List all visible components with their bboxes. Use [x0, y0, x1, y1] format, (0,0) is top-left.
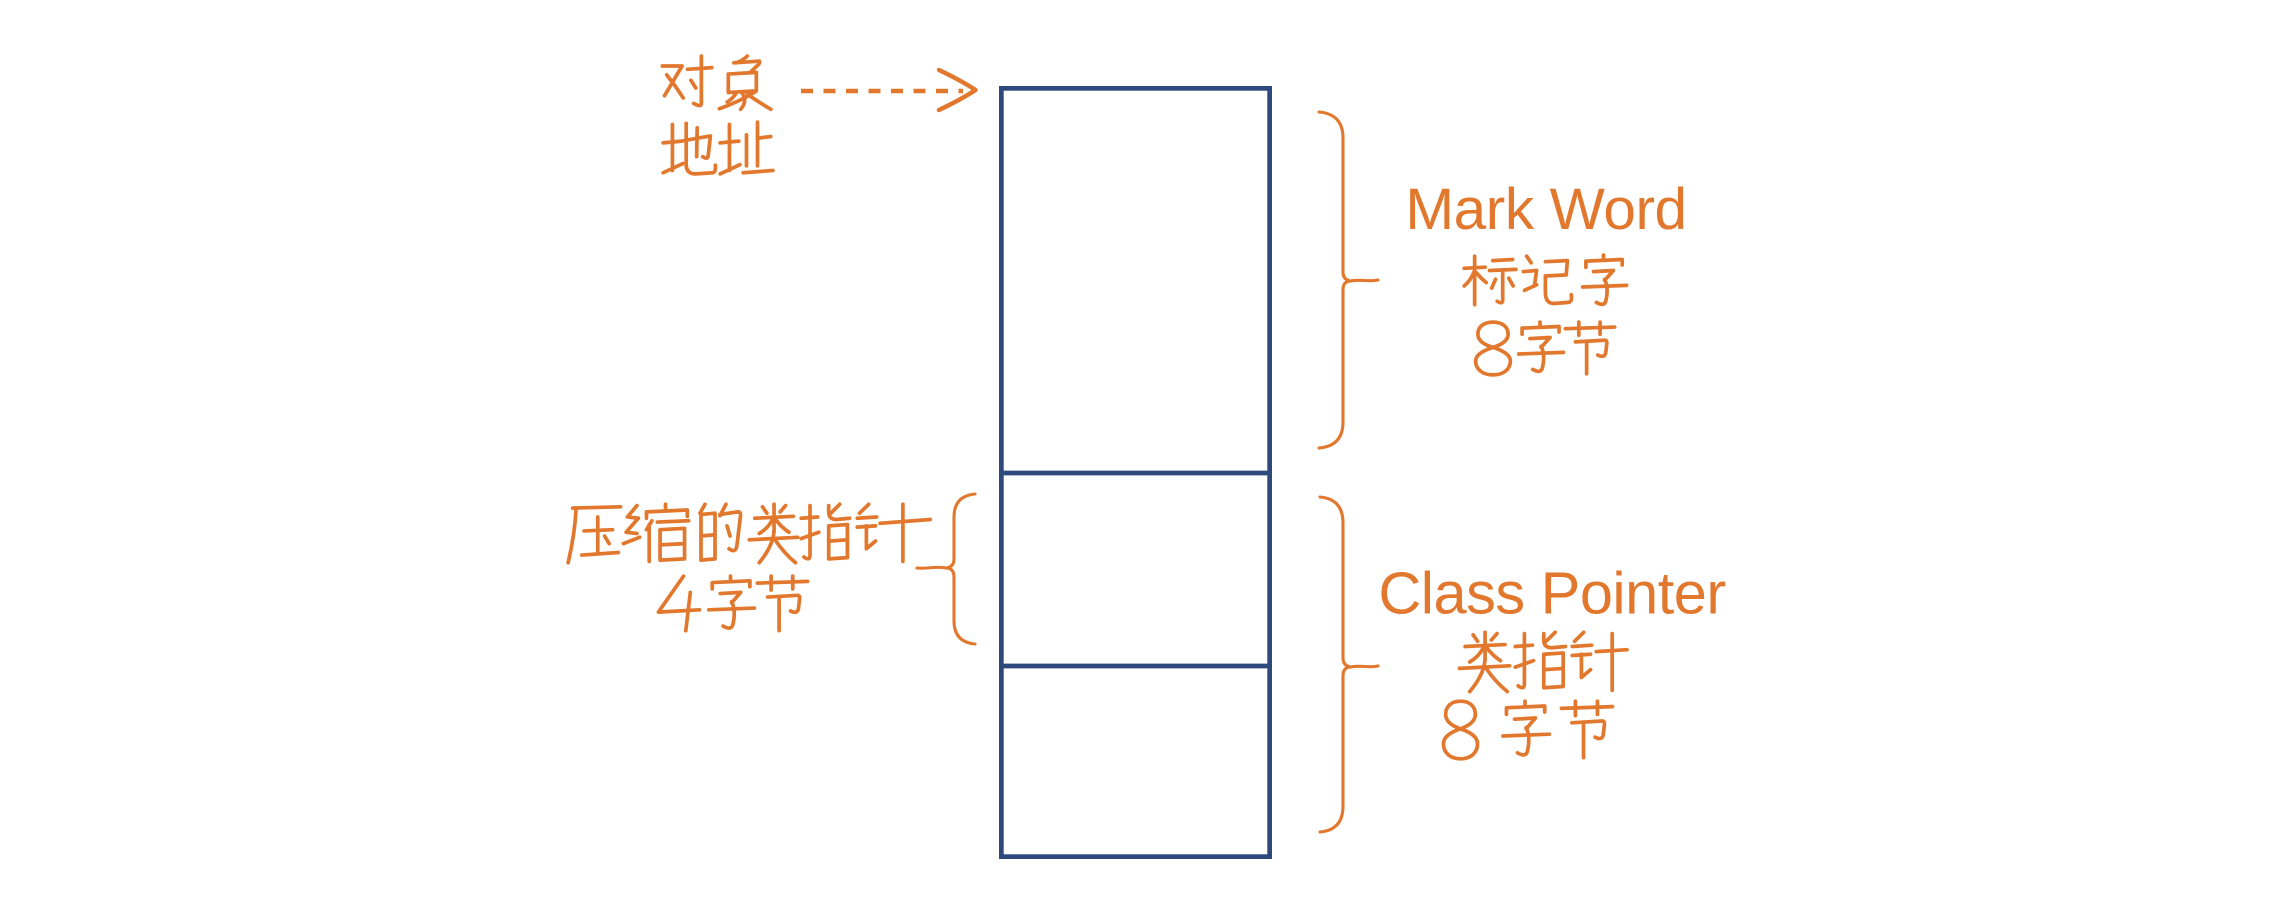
svg-text:Mark Word: Mark Word — [1405, 177, 1686, 242]
svg-text:Class Pointer: Class Pointer — [1378, 560, 1725, 627]
